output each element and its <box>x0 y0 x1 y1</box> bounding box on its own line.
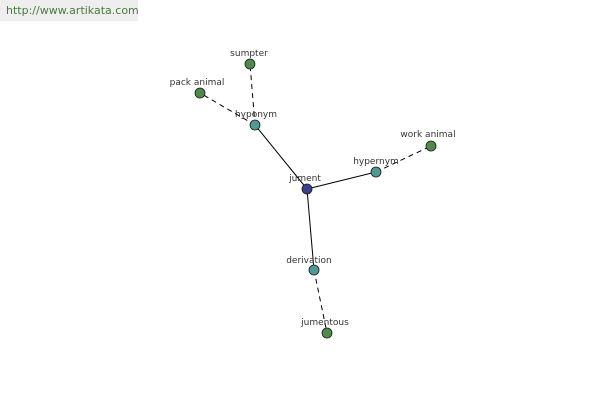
edge-jument-hypernym <box>306 171 377 190</box>
edge-jument-derivation <box>306 188 315 271</box>
edge-jument-hyponym <box>254 124 308 190</box>
node-jumentous[interactable] <box>321 327 333 339</box>
node-label-work-animal: work animal <box>400 130 455 140</box>
labels-layer: jument hyponym hypernym derivation sumpter pa… <box>170 49 456 328</box>
node-pack-animal[interactable] <box>194 87 206 99</box>
source-banner: http://www.artikata.com <box>0 0 139 21</box>
node-hypernym[interactable] <box>370 166 382 178</box>
node-label-hyponym: hyponym <box>235 110 277 120</box>
node-jument[interactable] <box>301 183 313 195</box>
edge-hypernym-work-animal <box>375 145 432 173</box>
node-label-sumpter: sumpter <box>230 49 268 59</box>
node-label-hypernym: hypernym <box>353 157 399 167</box>
edge-hyponym-pack-animal <box>199 92 256 126</box>
edge-derivation-jumentous <box>313 269 328 334</box>
node-hyponym[interactable] <box>249 119 261 131</box>
node-label-jument: jument <box>288 174 321 184</box>
source-url-text[interactable]: http://www.artikata.com <box>6 4 139 17</box>
node-sumpter[interactable] <box>244 58 256 70</box>
edge-hyponym-sumpter <box>249 63 256 126</box>
nodes-layer <box>194 58 437 339</box>
edges-layer <box>199 63 432 334</box>
node-label-pack-animal: pack animal <box>170 78 225 88</box>
node-derivation[interactable] <box>308 264 320 276</box>
node-work-animal[interactable] <box>425 140 437 152</box>
node-label-derivation: derivation <box>286 256 332 266</box>
node-label-jumentous: jumentous <box>300 318 349 328</box>
